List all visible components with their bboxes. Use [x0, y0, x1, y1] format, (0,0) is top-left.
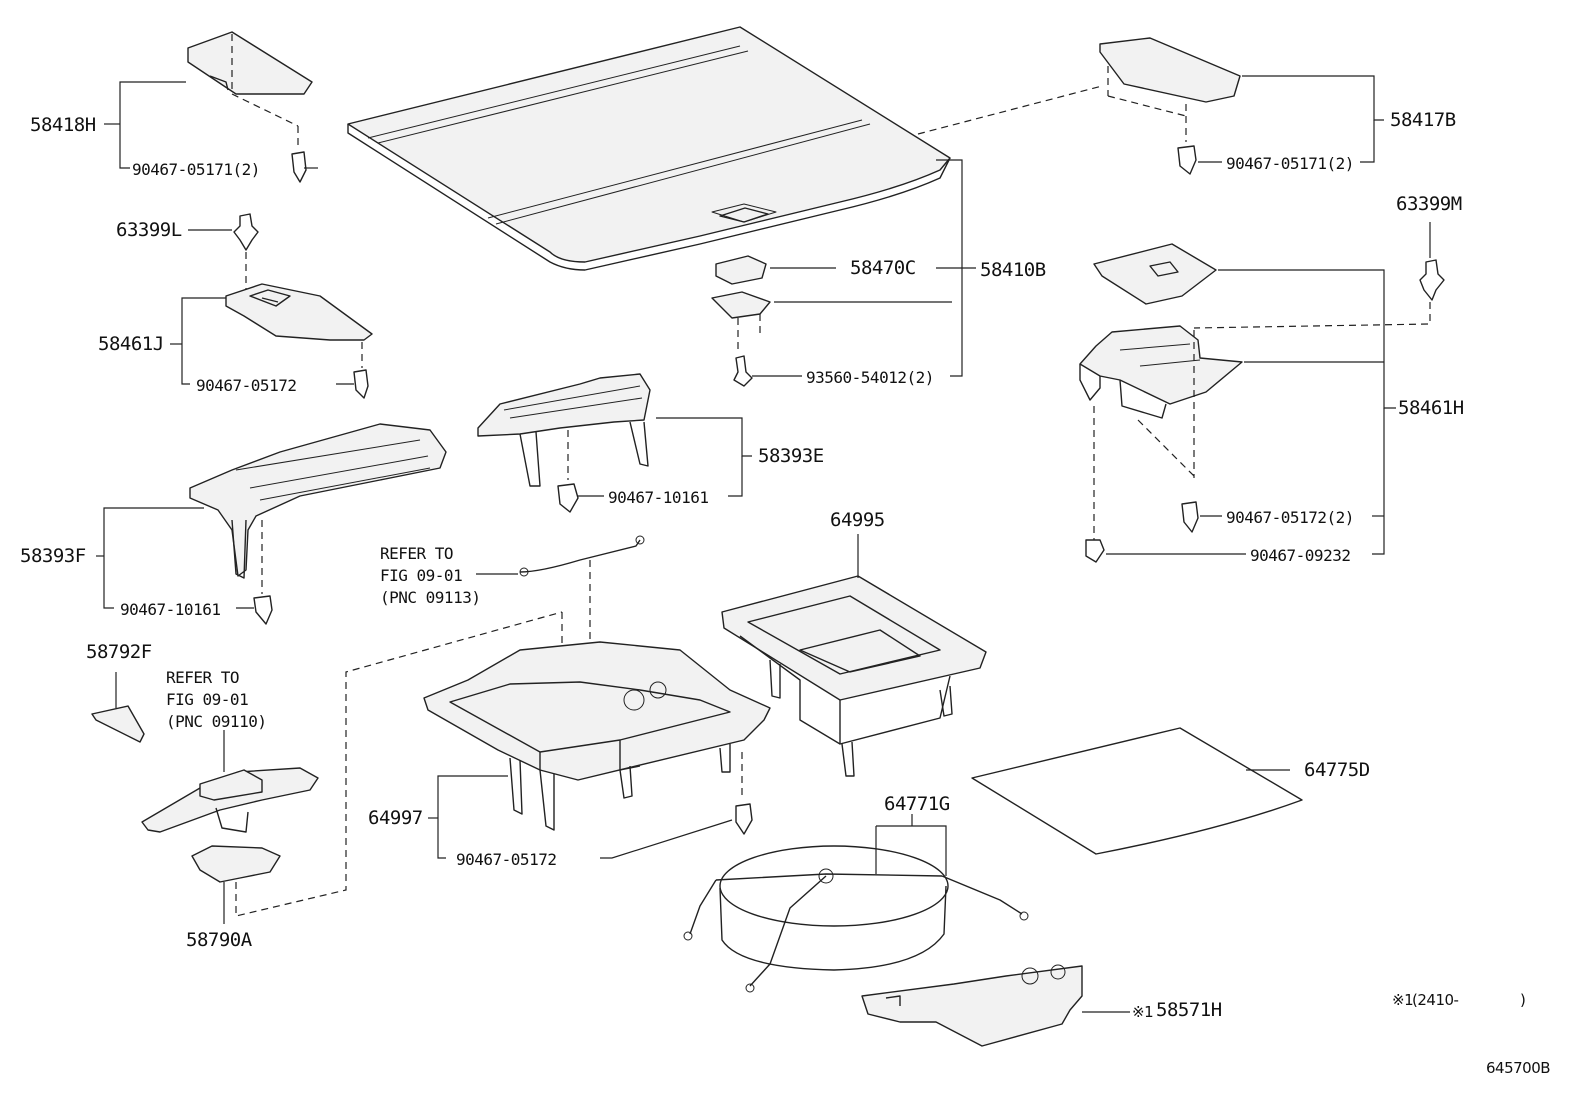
figure-code: 645700B [1486, 1059, 1551, 1077]
label-63399L[interactable]: 63399L [116, 219, 182, 241]
tray-64997-drawing [423, 641, 771, 859]
refer-09110-line2[interactable]: FIG 09-01 [166, 690, 249, 709]
side-cover-right-drawing [1099, 37, 1384, 175]
label-90467-10161-center[interactable]: 90467-10161 [608, 488, 709, 507]
label-64997[interactable]: 64997 [368, 807, 423, 829]
label-64995[interactable]: 64995 [830, 509, 885, 531]
label-90467-05171-right[interactable]: 90467-05171(2) [1226, 154, 1354, 173]
refer-09110-line1[interactable]: REFER TO [166, 668, 240, 687]
label-64771G[interactable]: 64771G [884, 793, 950, 815]
bracket-58461H-drawing [1079, 222, 1445, 563]
label-58393E[interactable]: 58393E [758, 445, 824, 467]
side-cover-left-drawing [104, 31, 318, 183]
label-90467-05171-left[interactable]: 90467-05171(2) [132, 160, 260, 179]
label-90467-05172-right[interactable]: 90467-05172(2) [1226, 508, 1354, 527]
latch-58470C-drawing [711, 85, 1103, 387]
label-58571H-mark: ※1 [1132, 1003, 1154, 1021]
label-58461J[interactable]: 58461J [98, 333, 164, 355]
bracket-58461J-drawing [170, 213, 373, 399]
label-58417B[interactable]: 58417B [1390, 109, 1456, 131]
bracket-58393E-drawing [477, 373, 752, 513]
refer-09113-line1[interactable]: REFER TO [380, 544, 454, 563]
footnote-mark: ※1 [1392, 991, 1414, 1009]
label-90467-05172-upper[interactable]: 90467-05172 [196, 376, 297, 395]
label-90467-10161-left[interactable]: 90467-10161 [120, 600, 221, 619]
label-58393F[interactable]: 58393F [20, 545, 86, 567]
label-58790A[interactable]: 58790A [186, 929, 252, 951]
label-58418H[interactable]: 58418H [30, 114, 96, 136]
panel-58571H-drawing [861, 964, 1130, 1047]
label-93560-54012[interactable]: 93560-54012(2) [806, 368, 934, 387]
label-58410B[interactable]: 58410B [980, 259, 1046, 281]
refer-09113-line3[interactable]: (PNC 09113) [380, 588, 481, 607]
bracket-58393F-drawing [96, 423, 447, 625]
jack-drawing [91, 611, 563, 924]
tonneau-cover-drawing [347, 26, 951, 271]
label-90467-09232[interactable]: 90467-09232 [1250, 546, 1351, 565]
label-63399M[interactable]: 63399M [1396, 193, 1462, 215]
tray-64995-drawing [721, 534, 987, 777]
tire-bag-64771G-drawing [683, 814, 1029, 993]
label-58792F[interactable]: 58792F [86, 641, 152, 663]
label-64775D[interactable]: 64775D [1304, 759, 1370, 781]
refer-09113-line2[interactable]: FIG 09-01 [380, 566, 463, 585]
label-58470C[interactable]: 58470C [850, 257, 916, 279]
footnote-close: ) [1520, 991, 1526, 1009]
label-58461H[interactable]: 58461H [1398, 397, 1464, 419]
mat-64775D-drawing [971, 727, 1303, 855]
label-90467-05172-lower[interactable]: 90467-05172 [456, 850, 557, 869]
label-58571H[interactable]: 58571H [1156, 999, 1222, 1021]
refer-09110-line3[interactable]: (PNC 09110) [166, 712, 267, 731]
footnote-date-start: (2410- [1412, 991, 1459, 1009]
